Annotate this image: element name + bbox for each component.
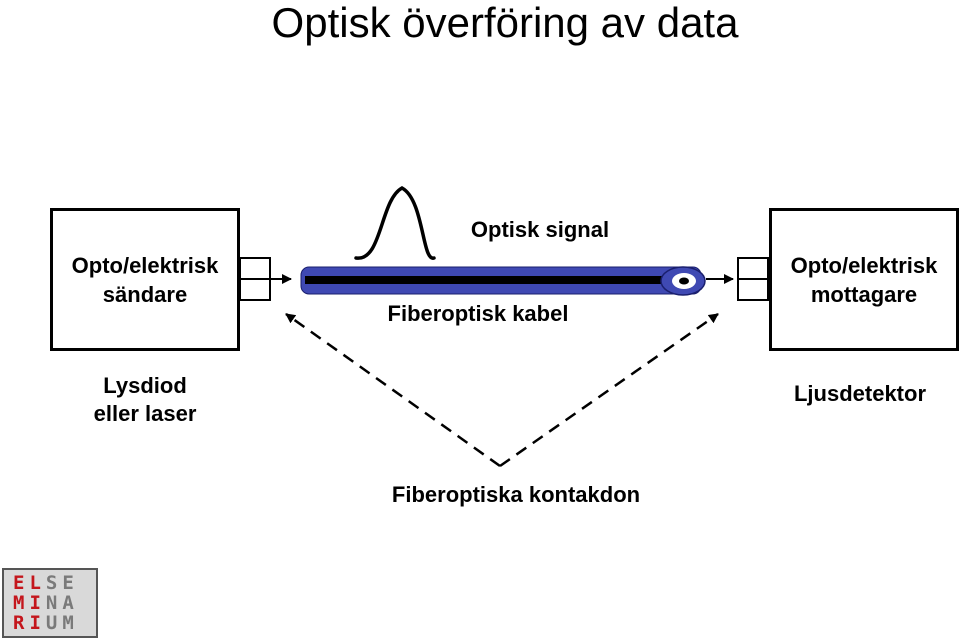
optical-signal-label: Optisk signal	[470, 217, 610, 242]
sender-port-connector	[239, 257, 271, 301]
page-title: Optisk överföring av data	[271, 0, 739, 46]
logo-row: MINA	[13, 592, 79, 614]
logo-row: ELSE	[13, 572, 79, 594]
light-source-line2: eller laser	[93, 401, 197, 426]
detector-label: Ljusdetektor	[793, 381, 927, 406]
logo-row: RIUM	[13, 612, 79, 634]
fiber-optic-cable	[300, 266, 706, 296]
optical-pulse-icon	[354, 186, 436, 260]
elseminarium-logo: ELSE MINA RIUM	[2, 568, 98, 638]
connector-pointer-left	[285, 312, 501, 468]
light-source-line1: Lysdiod	[103, 373, 187, 398]
fiber-cable-label: Fiberoptisk kabel	[387, 301, 569, 326]
sender-box: Opto/elektrisk sändare	[50, 208, 240, 351]
receiver-label-line1: Opto/elektrisk	[790, 252, 938, 278]
sender-label-line1: Opto/elektrisk	[71, 252, 219, 278]
receiver-box: Opto/elektrisk mottagare	[769, 208, 959, 351]
light-source-label: Lysdiod eller laser	[50, 372, 240, 428]
receiver-port-connector	[737, 257, 769, 301]
receiver-label-line2: mottagare	[810, 281, 918, 307]
connector-label: Fiberoptiska kontakdon	[391, 482, 641, 507]
sender-label-line2: sändare	[102, 281, 188, 307]
connector-pointer-right	[499, 312, 719, 468]
